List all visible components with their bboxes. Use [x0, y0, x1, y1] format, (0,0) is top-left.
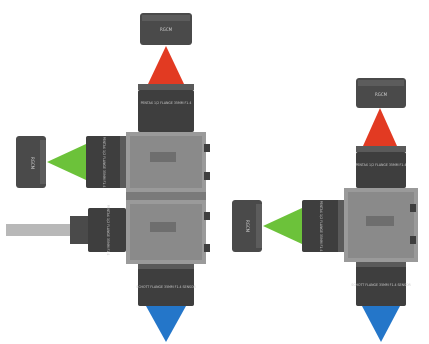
camera-icon	[16, 136, 46, 188]
lens-ring	[120, 136, 126, 188]
lens-icon	[138, 90, 194, 132]
screw	[204, 144, 210, 152]
right-splitter	[344, 188, 418, 262]
splitter-window	[150, 152, 176, 162]
splitter-joint	[126, 192, 206, 200]
lens-label: PENTAX 1/2 FLANGE 35MM F1.4	[106, 205, 110, 256]
lens-ring	[138, 84, 194, 90]
right-red-beam	[363, 108, 397, 146]
camera-side-strip	[40, 140, 46, 184]
screw	[410, 204, 416, 212]
lens-ring	[138, 264, 194, 269]
lens-icon	[86, 136, 126, 188]
camera-top-strip	[142, 15, 190, 21]
lens-icon	[138, 264, 194, 306]
fiber-cable-icon	[6, 224, 72, 236]
left-side-camera: RGCM	[16, 136, 46, 188]
lens-label: SCHOTT FLANGE 35MM F1.4 SENSOR	[351, 283, 411, 287]
left-top-lens: PENTAX 1/2 FLANGE 35MM F1.4	[138, 84, 194, 132]
lens-ring	[356, 262, 406, 267]
camera-top-strip	[358, 80, 404, 86]
fiber-connector	[70, 216, 88, 244]
camera-label: RGCM	[375, 92, 388, 97]
right-top-lens: PENTAX 1/2 FLANGE 35MM F1.4	[356, 146, 407, 188]
camera-icon	[232, 200, 262, 252]
lens-ring	[338, 200, 344, 252]
lens-icon	[356, 152, 406, 188]
left-top-camera: RGCM	[140, 13, 192, 45]
right-side-camera: RGCM	[232, 200, 262, 252]
splitter-window	[150, 222, 176, 232]
left-lower-splitter	[126, 192, 210, 264]
left-upper-splitter	[126, 132, 210, 192]
camera-side-strip	[256, 204, 262, 248]
screw	[204, 244, 210, 252]
lens-label: SCHOTT FLANGE 35MM F1.4 SENSOR	[136, 285, 196, 289]
camera-label: RGCM	[30, 157, 35, 170]
right-side-lens: PENTAX 1/2 FLANGE 35MM F1.4	[302, 200, 344, 252]
right-assembly: RGCM PENTAX 1/2 FLANGE 35MM F1.4 RGCM PE…	[232, 78, 418, 342]
camera-label: RGCM	[245, 220, 250, 233]
lens-label: PENTAX 1/2 FLANGE 35MM F1.4	[102, 137, 106, 188]
screw	[204, 212, 210, 220]
lens-label: PENTAX 1/2 FLANGE 35MM F1.4	[356, 163, 407, 167]
left-green-beam	[47, 144, 86, 180]
lens-icon	[88, 208, 126, 252]
left-bottom-lens: SCHOTT FLANGE 35MM F1.4 SENSOR	[136, 264, 196, 306]
left-fiber-input: PENTAX 1/2 FLANGE 35MM F1.4	[6, 205, 126, 256]
screw	[204, 172, 210, 180]
lens-label: PENTAX 1/2 FLANGE 35MM F1.4	[319, 201, 323, 252]
screw	[410, 236, 416, 244]
splitter-window	[366, 216, 394, 226]
lens-icon	[302, 200, 344, 252]
left-assembly: RGCM PENTAX 1/2 FLANGE 35MM F1.4 RGCM	[6, 13, 210, 342]
left-red-beam	[148, 46, 184, 84]
lens-label: PENTAX 1/2 FLANGE 35MM F1.4	[141, 101, 192, 105]
lens-icon	[356, 262, 406, 306]
left-side-lens: PENTAX 1/2 FLANGE 35MM F1.4	[86, 136, 126, 188]
camera-label: RGCM	[160, 27, 173, 32]
right-top-camera: RGCM	[356, 78, 406, 108]
right-blue-beam	[362, 306, 400, 342]
lens-ring	[356, 146, 406, 152]
left-blue-beam	[146, 306, 186, 342]
right-bottom-lens: SCHOTT FLANGE 35MM F1.4 SENSOR	[351, 262, 411, 306]
right-green-beam	[263, 208, 302, 244]
